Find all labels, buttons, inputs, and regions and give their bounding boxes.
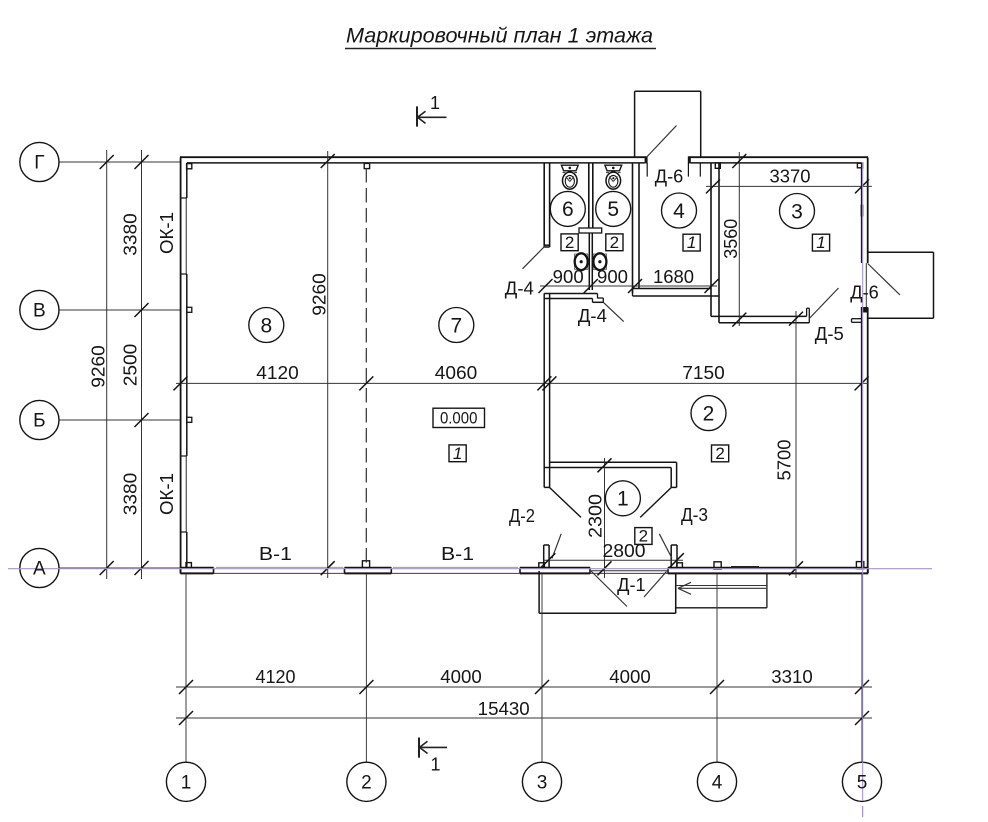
svg-text:А: А: [33, 559, 46, 580]
svg-text:3560: 3560: [721, 219, 741, 259]
svg-text:4060: 4060: [435, 363, 478, 383]
svg-text:0.000: 0.000: [440, 409, 478, 428]
svg-text:4120: 4120: [256, 667, 296, 687]
svg-text:ОК-1: ОК-1: [157, 212, 177, 254]
svg-text:Д-1: Д-1: [617, 574, 646, 595]
svg-text:В-1: В-1: [259, 543, 292, 564]
svg-text:3: 3: [537, 772, 548, 793]
svg-text:3380: 3380: [121, 473, 141, 516]
svg-text:8: 8: [260, 314, 272, 337]
svg-text:7: 7: [450, 314, 462, 337]
svg-text:4000: 4000: [609, 667, 651, 687]
svg-text:900: 900: [597, 267, 628, 287]
svg-text:1: 1: [453, 444, 462, 463]
svg-text:2300: 2300: [586, 494, 606, 538]
svg-text:2500: 2500: [121, 344, 141, 387]
svg-text:Д-6: Д-6: [655, 166, 684, 187]
svg-text:1: 1: [181, 772, 192, 793]
svg-text:4: 4: [673, 200, 685, 223]
svg-text:4: 4: [712, 772, 723, 793]
svg-text:4000: 4000: [440, 667, 482, 687]
svg-text:Г: Г: [34, 153, 44, 174]
svg-text:5: 5: [607, 198, 619, 221]
svg-text:2: 2: [639, 527, 648, 546]
svg-text:3370: 3370: [770, 167, 811, 187]
svg-text:9260: 9260: [89, 345, 109, 388]
svg-text:7150: 7150: [682, 363, 725, 383]
svg-text:2: 2: [610, 233, 619, 252]
svg-text:Б: Б: [33, 411, 45, 432]
svg-text:2: 2: [565, 233, 574, 252]
svg-text:3: 3: [791, 200, 803, 223]
svg-text:ОК-1: ОК-1: [157, 473, 177, 515]
svg-text:3380: 3380: [121, 213, 141, 256]
svg-text:1: 1: [617, 488, 629, 511]
svg-text:9260: 9260: [310, 273, 330, 316]
svg-text:1: 1: [430, 93, 440, 113]
svg-text:1: 1: [687, 233, 696, 252]
svg-text:Д-6: Д-6: [850, 282, 879, 303]
svg-text:Д-5: Д-5: [815, 323, 844, 344]
svg-text:Маркировочный план 1 этажа: Маркировочный план 1 этажа: [346, 25, 653, 48]
svg-text:4120: 4120: [256, 363, 299, 383]
svg-text:2: 2: [361, 772, 372, 793]
svg-text:1680: 1680: [653, 267, 694, 287]
svg-text:Д-2: Д-2: [509, 505, 535, 526]
svg-text:15430: 15430: [478, 699, 530, 719]
svg-text:Д-4: Д-4: [505, 277, 534, 298]
svg-text:2800: 2800: [603, 541, 646, 561]
svg-text:3310: 3310: [771, 667, 813, 687]
svg-text:В: В: [33, 301, 46, 322]
svg-text:2: 2: [703, 402, 715, 425]
svg-text:5700: 5700: [775, 440, 795, 481]
svg-text:6: 6: [562, 198, 574, 221]
svg-text:5: 5: [857, 772, 868, 793]
svg-text:2: 2: [715, 444, 724, 463]
svg-text:Д-3: Д-3: [681, 504, 708, 525]
svg-text:900: 900: [553, 267, 584, 287]
svg-text:1: 1: [816, 233, 825, 252]
svg-text:1: 1: [430, 755, 440, 775]
svg-text:Д-4: Д-4: [578, 305, 607, 326]
svg-text:В-1: В-1: [441, 543, 474, 564]
